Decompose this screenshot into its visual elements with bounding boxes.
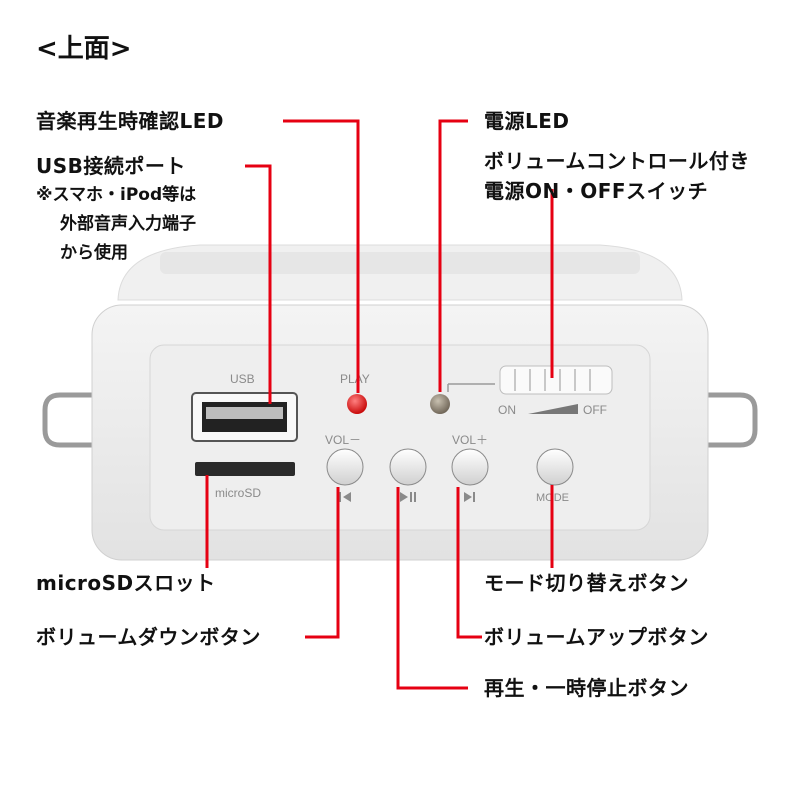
- play-led: [347, 394, 367, 414]
- leader-vol-up: [456, 487, 482, 639]
- play-pause-button-shape: [389, 448, 427, 486]
- vol-up-button-shape: [451, 448, 489, 486]
- label-play-pause-button: 再生・一時停止ボタン: [484, 676, 689, 700]
- label-vol-down-button: ボリュームダウンボタン: [36, 625, 261, 649]
- label-play-led: 音楽再生時確認LED: [36, 109, 225, 133]
- usb-note-line-1: ※スマホ・iPod等は: [36, 185, 197, 205]
- on-marking: ON: [498, 403, 516, 417]
- vol-down-button-shape: [326, 448, 364, 486]
- right-clip: [705, 392, 758, 448]
- usb-marking: USB: [230, 372, 255, 386]
- speaker-grille: [160, 252, 640, 274]
- microsd-marking: microSD: [215, 486, 262, 500]
- play-marking: PLAY: [340, 372, 370, 386]
- leader-power-led: [438, 119, 468, 392]
- label-volume-switch-line-1: ボリュームコントロール付き: [484, 149, 750, 173]
- label-microsd-slot: microSDスロット: [36, 571, 216, 595]
- usb-note-line-2: 外部音声入力端子: [60, 214, 196, 234]
- label-mode-button: モード切り替えボタン: [484, 571, 689, 595]
- leader-play-led: [283, 119, 360, 393]
- off-marking: OFF: [583, 403, 607, 417]
- volume-wedge: [528, 404, 578, 414]
- leader-usb-port: [245, 164, 272, 404]
- mode-button-shape: [536, 448, 574, 486]
- leader-play-pause: [396, 487, 468, 690]
- usb-note-line-3: から使用: [60, 243, 128, 263]
- left-clip: [42, 392, 95, 448]
- label-usb-port: USB接続ポート: [36, 154, 186, 178]
- volume-wheel: [499, 365, 613, 395]
- label-power-led: 電源LED: [484, 109, 570, 133]
- leader-vol-down: [305, 487, 340, 639]
- microsd-slot: [195, 462, 295, 476]
- power-led: [430, 394, 450, 414]
- vol-plus-marking: VOL＋: [452, 433, 489, 447]
- view-title: <上面>: [36, 34, 132, 64]
- label-vol-up-button: ボリュームアップボタン: [484, 625, 709, 649]
- vol-minus-marking: VOL－: [325, 433, 362, 447]
- label-volume-switch-line-2: 電源ON・OFFスイッチ: [484, 179, 709, 203]
